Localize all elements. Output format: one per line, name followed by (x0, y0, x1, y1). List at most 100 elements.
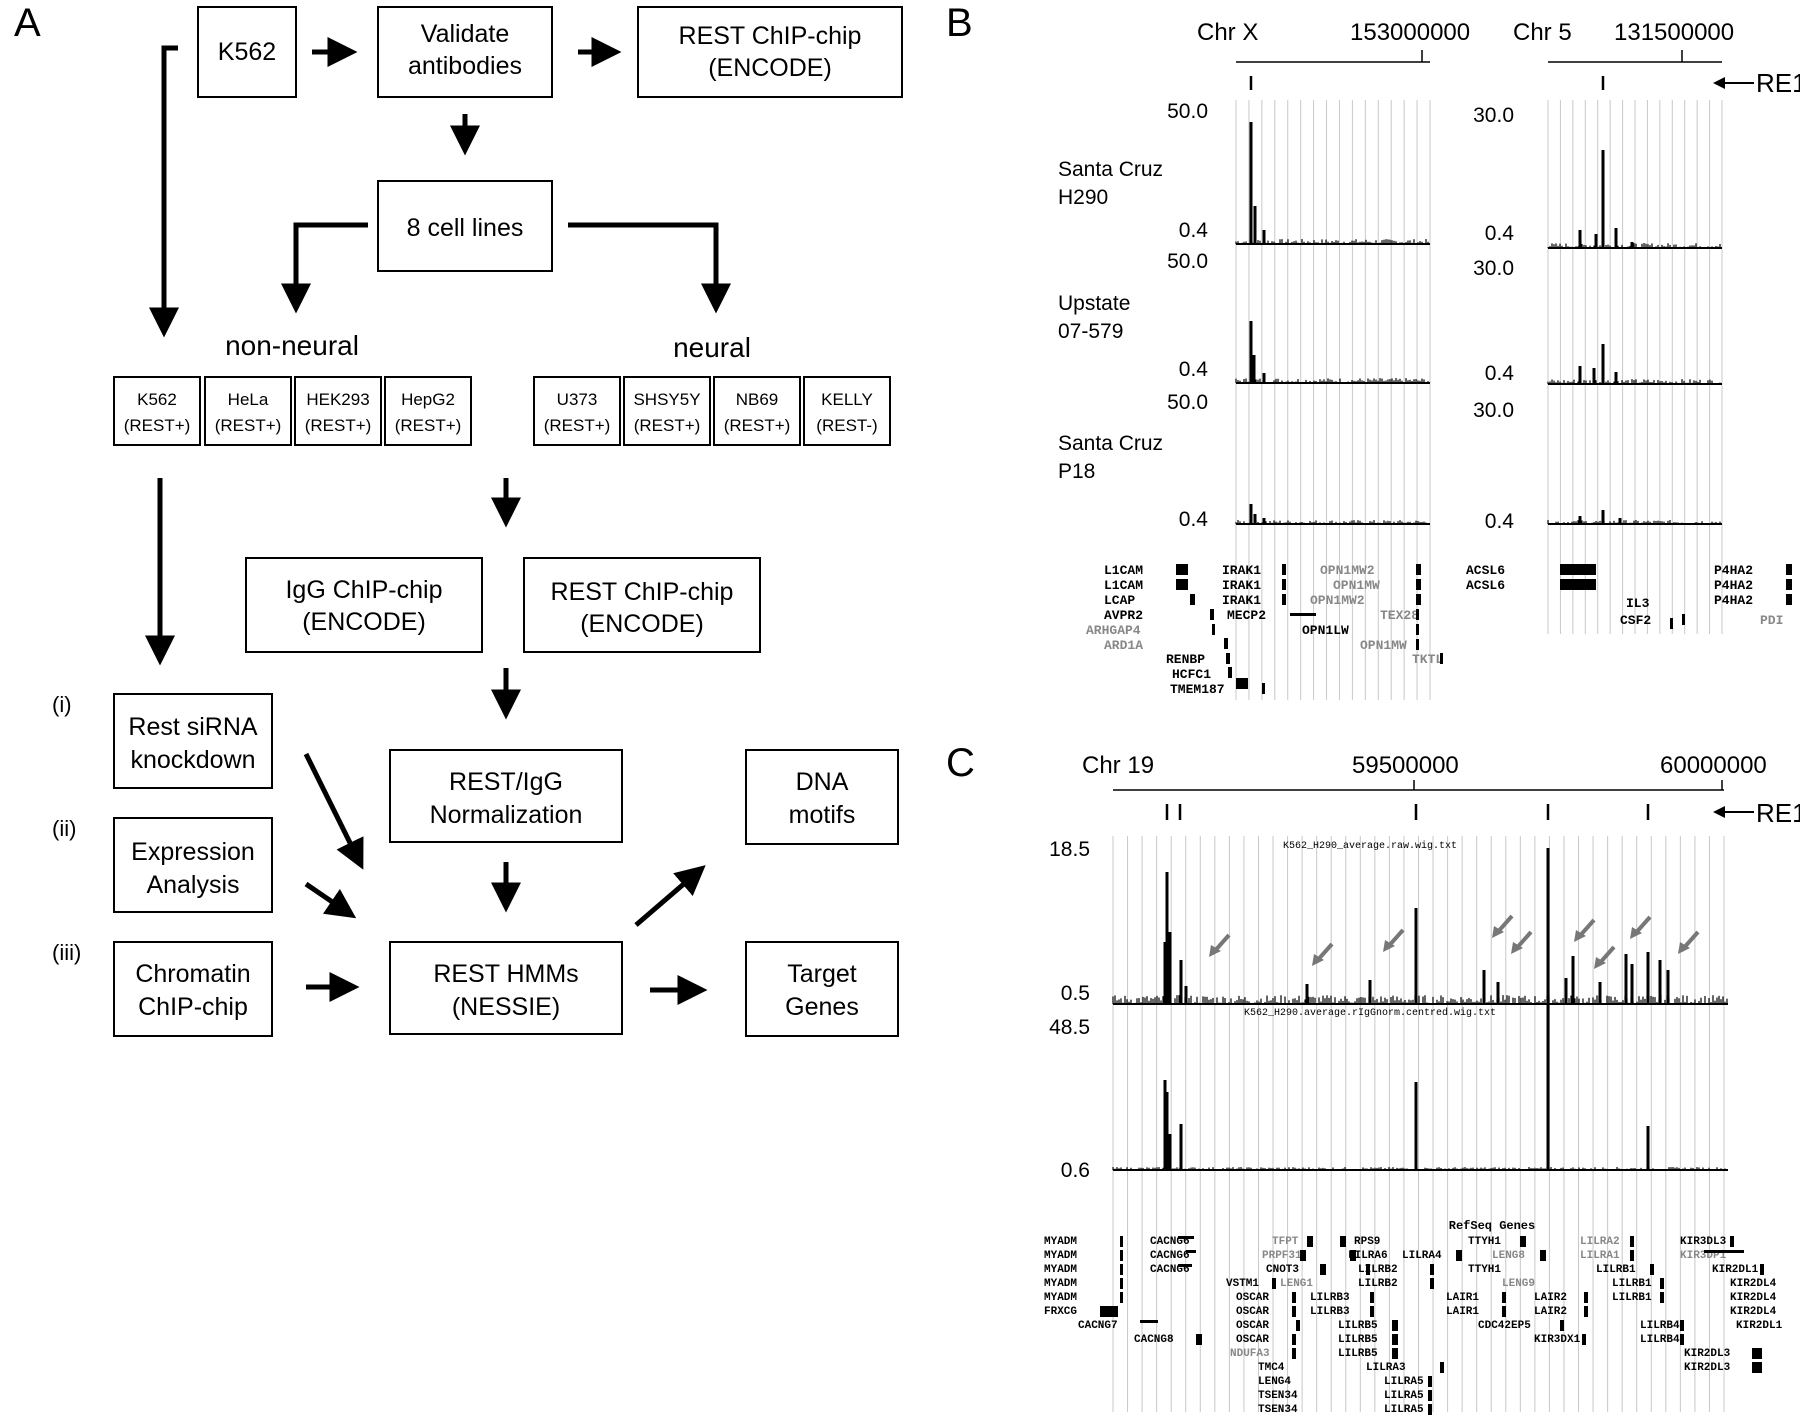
panel-c-label: C (946, 741, 975, 785)
gene-label: CNOT3 (1266, 1264, 1299, 1276)
chr-5-genes: ACSL6 ACSL6 IL3 CSF2 P4HA2 P4HA2 P4HA2 P… (1466, 563, 1783, 628)
cell-line-status: (REST-) (816, 416, 877, 435)
gene-label: OSCAR (1236, 1334, 1269, 1346)
gene-bar (1582, 1334, 1586, 1345)
gene-label: ACSL6 (1466, 578, 1505, 593)
cell-lines-box (377, 180, 553, 272)
neural-label: neural (673, 332, 751, 363)
gene-label: TMEM187 (1170, 682, 1225, 697)
track-name: Upstate (1058, 292, 1130, 315)
cell-line-status: (REST+) (215, 416, 282, 435)
axis-bottom: 0.4 (1485, 510, 1515, 533)
gene-label: OSCAR (1236, 1306, 1269, 1318)
arrow-to-non-neural (281, 222, 368, 314)
gene-label: CACNG8 (1134, 1334, 1174, 1346)
gene-bar (1186, 1250, 1196, 1253)
gray-arrow-head (1630, 927, 1642, 939)
gene-bar (1392, 1334, 1398, 1345)
gene-label: KIR2DL4 (1730, 1292, 1777, 1304)
non-neural-label: non-neural (225, 330, 359, 361)
rest-igg-norm-line2: Normalization (430, 801, 583, 829)
gene-label: CACNG7 (1078, 1320, 1118, 1332)
axis-top: 30.0 (1473, 104, 1514, 127)
gene-bar (1440, 1362, 1444, 1373)
gene-bar (1502, 1306, 1506, 1317)
gene-bar (1428, 1390, 1432, 1401)
gene-bar (1178, 1236, 1194, 1239)
gene-bar (1680, 1320, 1684, 1331)
gene-label: OSCAR (1236, 1292, 1269, 1304)
cell-line-box (623, 376, 711, 446)
cell-line-name: HeLa (228, 390, 269, 409)
k562-top-box (197, 6, 297, 98)
igg-chip-line1: IgG ChIP-chip (285, 576, 442, 604)
rest-hmm-line1: REST HMMs (433, 960, 578, 988)
cell-lines-label: 8 cell lines (407, 214, 524, 242)
axis-top: 48.5 (1049, 1016, 1090, 1039)
gene-label: NDUFA3 (1230, 1348, 1270, 1360)
cell-line-row: K562 (REST+) HeLa (REST+) HEK293 (REST+)… (113, 376, 891, 446)
gene-label: IRAK1 (1222, 563, 1261, 578)
gene-bar (1292, 1348, 1296, 1359)
gene-label: VSTM1 (1226, 1278, 1259, 1290)
gray-arrow-head (1312, 954, 1324, 966)
gene-bar (1560, 564, 1596, 575)
gray-arrows (1209, 914, 1700, 969)
gene-label: OPN1MW2 (1320, 563, 1375, 578)
gene-bar (1282, 564, 1286, 575)
track-name: P18 (1058, 460, 1095, 483)
axis-bottom: 0.4 (1179, 508, 1209, 531)
gene-bar (1660, 1278, 1664, 1289)
gene-label: P4HA2 (1714, 593, 1753, 608)
chr-19-label: Chr 19 (1082, 752, 1154, 779)
roman-iii: (iii) (52, 940, 81, 965)
gene-label: MYADM (1044, 1264, 1077, 1276)
gene-bar (1178, 1264, 1192, 1267)
gene-bar (1307, 1236, 1313, 1247)
cell-line-status: (REST+) (724, 416, 791, 435)
cell-line-box (204, 376, 292, 446)
gene-label: LENG4 (1258, 1376, 1291, 1388)
chr-5-gene-bars (1560, 564, 1792, 629)
cell-line-box (713, 376, 801, 446)
axis-bottom: 0.6 (1061, 1159, 1090, 1182)
chr-19-coord: 60000000 (1660, 752, 1767, 779)
gene-bar (1430, 1278, 1434, 1289)
gene-bar (1392, 1348, 1398, 1359)
validate-line2: antibodies (408, 52, 522, 80)
chr-19-coord: 59500000 (1352, 752, 1459, 779)
gray-arrow-head (1511, 942, 1523, 954)
gene-bar (1440, 653, 1443, 664)
gene-label: OPN1MW (1333, 578, 1380, 593)
gene-bar (1292, 1334, 1296, 1345)
gene-label: MYADM (1044, 1250, 1077, 1262)
gene-bar (1176, 564, 1188, 575)
gene-bar (1584, 1292, 1588, 1303)
chromatin-line1: Chromatin (135, 960, 250, 988)
target-genes-line1: Target (787, 960, 857, 988)
gene-label: KIR2DL4 (1730, 1306, 1777, 1318)
gene-bar (1120, 1278, 1123, 1289)
gene-label: LAIR1 (1446, 1306, 1479, 1318)
gene-bar (1224, 638, 1228, 649)
gene-label: LCAP (1104, 593, 1135, 608)
gene-label: PDI (1760, 613, 1783, 628)
sirna-line1: Rest siRNA (128, 713, 258, 741)
gene-label: TEX28 (1380, 608, 1419, 623)
gene-bar (1262, 683, 1265, 694)
gene-label: LILRB4 (1640, 1334, 1680, 1346)
chr-x-grid (1235, 100, 1431, 700)
gene-label: LILRA5 (1384, 1390, 1424, 1402)
cell-line-box (533, 376, 621, 446)
axis-top: 30.0 (1473, 257, 1514, 280)
igg-chip-line2: (ENCODE) (302, 608, 426, 636)
gene-bar (1670, 618, 1673, 629)
rest-hmm-line2: (NESSIE) (452, 993, 560, 1021)
gene-label: OPN1MW (1360, 638, 1407, 653)
gene-label: KIR2DL1 (1712, 1264, 1759, 1276)
validate-line1: Validate (421, 20, 510, 48)
panel-c: C Chr 19 59500000 60000000 RE1 K562_H290… (946, 741, 1800, 1416)
gene-label: PRPF31 (1262, 1250, 1302, 1262)
gene-label: LILRB5 (1338, 1334, 1378, 1346)
